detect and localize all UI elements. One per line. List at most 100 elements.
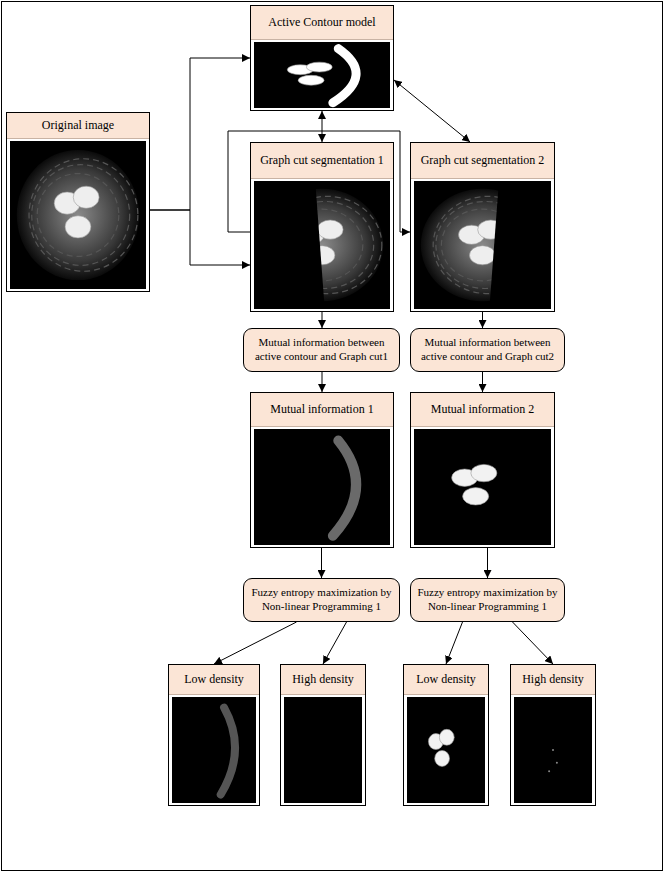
egg-shape	[65, 216, 91, 238]
image-box: Graph cut segmentation 1	[250, 142, 394, 312]
connector-arrow	[394, 80, 470, 142]
image-illustration	[514, 697, 592, 803]
image-ground	[414, 429, 551, 545]
box-header: High density	[281, 665, 365, 695]
connector-arrow	[482, 372, 483, 392]
process-box: Fuzzy entropy maximization by Non-linear…	[410, 578, 565, 622]
box-title: Graph cut segmentation 1	[260, 153, 384, 167]
speck	[552, 749, 554, 751]
image-illustration	[407, 697, 485, 803]
box-title: Mutual information 2	[431, 402, 534, 416]
egg-shape	[435, 751, 450, 767]
process-label: Mutual information between active contou…	[417, 336, 558, 364]
box-title: High density	[522, 672, 584, 686]
image-box: Mutual information 1	[250, 392, 394, 548]
image-box: High density	[510, 664, 596, 806]
image-illustration	[414, 181, 551, 309]
arc-region	[221, 708, 235, 795]
connector-arrow	[150, 58, 250, 210]
connector-arrow	[322, 372, 323, 392]
image-illustration	[10, 141, 146, 289]
speck	[556, 762, 558, 764]
box-header: Low density	[404, 665, 488, 695]
process-box: Fuzzy entropy maximization by Non-linear…	[243, 578, 400, 622]
connector-arrow	[322, 312, 323, 328]
connector-arrow	[214, 622, 297, 664]
image-box: Original image	[6, 112, 150, 292]
image-area	[169, 695, 259, 805]
image-illustration	[254, 429, 390, 545]
image-box: Mutual information 2	[410, 392, 555, 548]
image-area	[251, 179, 393, 311]
image-ground	[254, 429, 390, 545]
box-title: Low density	[416, 672, 476, 686]
box-title: Active Contour model	[268, 15, 375, 29]
image-ground	[254, 181, 390, 309]
cut-mask	[254, 181, 325, 309]
nest-ring	[32, 165, 130, 266]
connector-arrow	[446, 622, 463, 664]
image-box: Graph cut segmentation 2	[410, 142, 555, 312]
speck	[548, 770, 550, 772]
box-title: Low density	[184, 672, 244, 686]
image-area	[511, 695, 595, 805]
box-header: High density	[511, 665, 595, 695]
egg-shape	[469, 246, 495, 265]
egg-shape	[471, 464, 497, 481]
connector-arrow	[513, 622, 554, 664]
image-area	[7, 139, 149, 291]
egg-shape	[306, 62, 332, 72]
image-illustration	[254, 42, 390, 108]
connector-arrow	[482, 312, 483, 328]
box-header: Graph cut segmentation 2	[411, 143, 554, 179]
image-ground	[284, 697, 362, 803]
box-title: Original image	[42, 118, 114, 132]
image-ground	[514, 697, 592, 803]
process-box: Mutual information between active contou…	[410, 328, 565, 372]
image-area	[411, 179, 554, 311]
box-title: High density	[292, 672, 354, 686]
image-box: Low density	[403, 664, 489, 806]
image-area	[404, 695, 488, 805]
image-ground	[10, 141, 146, 289]
image-box: Low density	[168, 664, 260, 806]
image-box: High density	[280, 664, 366, 806]
egg-shape	[298, 75, 324, 85]
arc-region	[333, 49, 356, 103]
image-area	[281, 695, 365, 805]
nest-ring	[29, 159, 138, 271]
connector-arrow	[150, 210, 250, 265]
box-header: Low density	[169, 665, 259, 695]
process-label: Fuzzy entropy maximization by Non-linear…	[417, 586, 558, 614]
connector-arrow	[487, 548, 488, 578]
box-header: Mutual information 2	[411, 393, 554, 427]
nest-shape	[17, 150, 139, 280]
box-header: Graph cut segmentation 1	[251, 143, 393, 179]
image-illustration	[414, 429, 551, 545]
arc-region	[333, 441, 356, 536]
image-ground	[407, 697, 485, 803]
egg-shape	[463, 488, 489, 505]
egg-shape	[317, 220, 343, 239]
box-header: Original image	[7, 113, 149, 139]
image-illustration	[284, 697, 362, 803]
image-box: Active Contour model	[250, 5, 394, 111]
box-header: Mutual information 1	[251, 393, 393, 427]
image-ground	[172, 697, 256, 803]
cut-mask	[489, 181, 551, 309]
connector-arrow	[321, 548, 322, 578]
image-illustration	[254, 181, 390, 309]
image-illustration	[172, 697, 256, 803]
process-box: Mutual information between active contou…	[243, 328, 400, 372]
image-ground	[414, 181, 551, 309]
process-label: Mutual information between active contou…	[250, 336, 393, 364]
connector-arrow	[322, 111, 323, 142]
image-ground	[254, 42, 390, 108]
process-label: Fuzzy entropy maximization by Non-linear…	[250, 586, 393, 614]
image-area	[251, 427, 393, 547]
egg-shape	[73, 186, 99, 208]
egg-shape	[439, 729, 454, 745]
box-title: Mutual information 1	[270, 402, 373, 416]
